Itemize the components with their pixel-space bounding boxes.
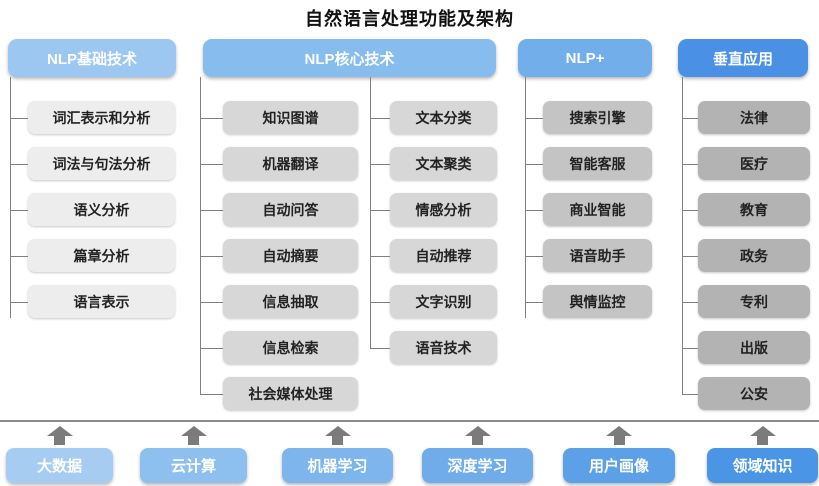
tree-item: 词汇表示和分析 [10,101,175,134]
tree-item: 智能客服 [525,147,652,180]
supporting-tech-group: 深度学习 [422,426,533,483]
connector-line [525,77,526,318]
supporting-tech-box: 云计算 [140,448,247,483]
up-arrow-icon [324,426,351,445]
tree-item: 教育 [682,193,810,226]
tree-item: 篇章分析 [10,239,175,272]
tree-item: 医疗 [682,147,810,180]
supporting-tech-box: 用户画像 [563,448,675,483]
tree-item: 公安 [682,377,810,410]
tree-item: 搜索引擎 [525,101,652,134]
supporting-tech-group: 机器学习 [282,426,393,483]
connector-line [200,77,201,394]
supporting-tech-box: 大数据 [6,448,113,483]
connector-line [682,77,683,394]
tree-item: 知识图谱 [200,101,358,134]
tree-item: 词法与句法分析 [10,147,175,180]
up-arrow-icon [180,426,207,445]
up-arrow-icon [464,426,491,445]
supporting-tech-group: 大数据 [6,426,113,483]
connector-line [10,77,11,318]
tree-item: 专利 [682,285,810,318]
tree-item: 自动问答 [200,193,358,226]
tree-item: 语音助手 [525,239,652,272]
tree-item: 机器翻译 [200,147,358,180]
up-arrow-icon [606,426,632,445]
tree-item: 文字识别 [370,285,497,318]
tree-item: 商业智能 [525,193,652,226]
up-arrow-icon [46,426,73,445]
diagram-title: 自然语言处理功能及架构 [305,9,514,29]
tree-item: 语言表示 [10,285,175,318]
connector-line [370,77,371,348]
tree-item: 文本聚类 [370,147,497,180]
tree-item: 语音技术 [370,331,497,364]
supporting-tech-group: 用户画像 [563,426,675,483]
tree-item: 自动推荐 [370,239,497,272]
divider-line [0,420,819,422]
tree-item: 法律 [682,101,810,134]
column-header-vertical-apps: 垂直应用 [678,39,808,77]
supporting-tech-box: 领域知识 [707,448,818,483]
column-header-nlp-plus: NLP+ [518,39,652,77]
tree-item: 社会媒体处理 [200,377,358,410]
up-arrow-icon [749,426,776,445]
tree-item: 文本分类 [370,101,497,134]
tree-item: 信息抽取 [200,285,358,318]
supporting-tech-group: 领域知识 [707,426,818,483]
supporting-tech-box: 机器学习 [282,448,393,483]
tree-item: 政务 [682,239,810,272]
column-header-nlp-basics: NLP基础技术 [8,39,176,77]
tree-item: 语义分析 [10,193,175,226]
tree-item: 自动摘要 [200,239,358,272]
tree-item: 出版 [682,331,810,364]
tree-item: 舆情监控 [525,285,652,318]
supporting-tech-group: 云计算 [140,426,247,483]
tree-item: 情感分析 [370,193,497,226]
column-header-nlp-core: NLP核心技术 [203,39,496,77]
tree-item: 信息检索 [200,331,358,364]
supporting-tech-box: 深度学习 [422,448,533,483]
